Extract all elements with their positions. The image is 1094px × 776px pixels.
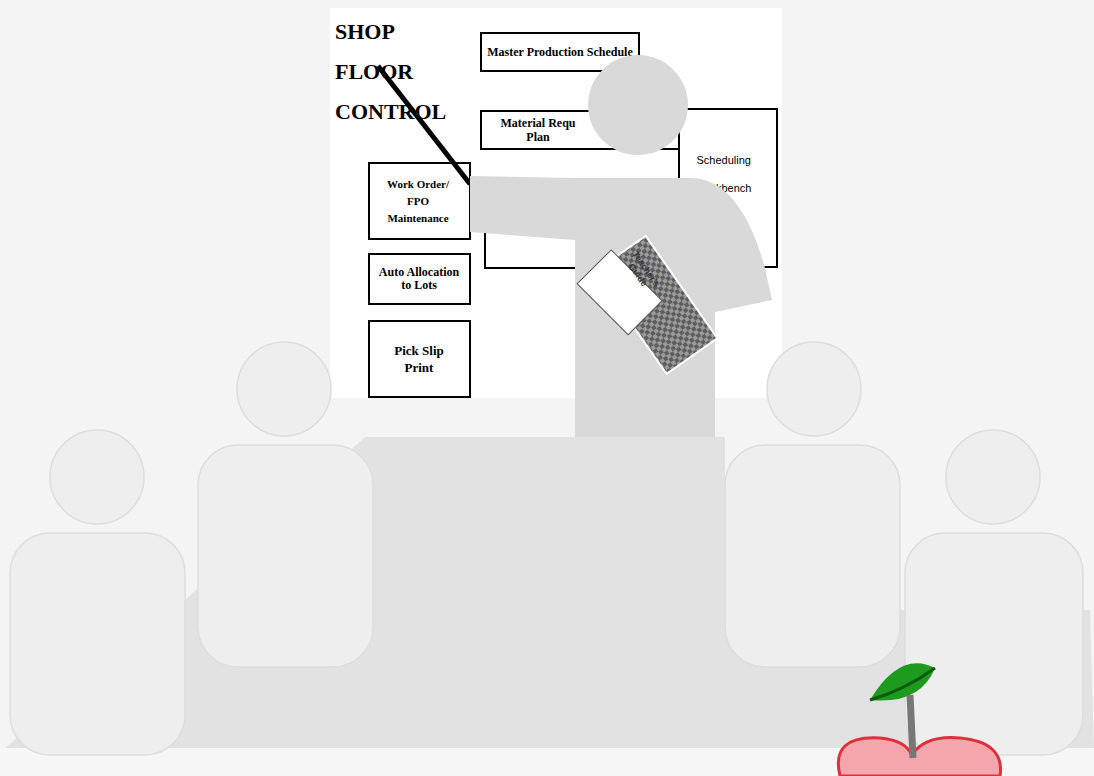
audience-body <box>725 445 900 667</box>
process-box: Work Order/ FPO Maintenance <box>368 162 471 240</box>
process-box: Master Production Schedule <box>480 32 640 72</box>
apple-stem <box>910 695 913 758</box>
audience-head <box>946 430 1040 524</box>
teacher-head <box>588 55 688 155</box>
audience <box>10 342 1083 755</box>
hidden-box <box>485 205 680 268</box>
audience-body <box>198 445 373 667</box>
audience-body <box>10 533 185 755</box>
book-title: Teacher's Guide <box>617 242 668 303</box>
process-box: Auto Allocation to Lots <box>368 253 471 305</box>
box-label: Master Production Schedule <box>485 46 635 59</box>
audience-head <box>767 342 861 436</box>
box-label: Scheduling Workbench by on <box>696 146 751 230</box>
box-label: Work Order/ FPO Maintenance <box>378 176 458 227</box>
board <box>330 8 782 398</box>
apple-leaf <box>870 663 935 700</box>
board-title: SHOP FLOOR CONTROL <box>335 12 446 132</box>
process-box: Pick Slip Print <box>368 320 471 398</box>
box-label: Pick Slip Print <box>388 342 450 376</box>
book-tag <box>577 250 662 335</box>
audience-body <box>905 533 1083 755</box>
book <box>572 229 717 386</box>
apple-fruit <box>838 738 1000 776</box>
floor <box>0 748 1094 776</box>
box-label: Material Requ Plan <box>488 116 588 144</box>
box-label: Auto Allocation to Lots <box>378 266 460 292</box>
book-cover <box>595 236 717 374</box>
platform <box>0 437 1094 752</box>
audience-head <box>237 342 331 436</box>
teacher-body <box>470 176 772 437</box>
process-box: Material Requ Plan <box>480 110 680 150</box>
apple-leaf-vein <box>870 668 935 700</box>
process-box: Scheduling Workbench by on <box>678 108 778 268</box>
apple <box>838 663 1000 776</box>
audience-head <box>50 430 144 524</box>
